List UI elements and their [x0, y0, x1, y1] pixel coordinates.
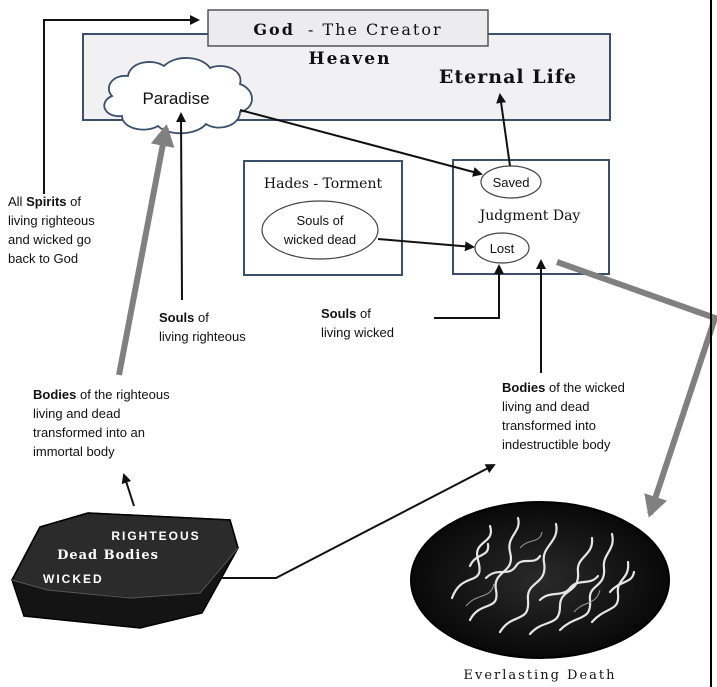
- souls-righteous-line2: living righteous: [159, 329, 246, 344]
- creator-label: - The Creator: [308, 20, 443, 39]
- bodies-righteous-line4: immortal body: [33, 444, 115, 459]
- souls-wicked-of: of: [360, 306, 371, 321]
- coffin-righteous-label: RIGHTEOUS: [111, 529, 200, 543]
- lost-to-everlasting-death-arrow: [555, 259, 717, 518]
- souls-wicked-dead-line2: wicked dead: [283, 232, 356, 247]
- souls-righteous-bold: Souls: [159, 310, 194, 325]
- bodies-righteous-note: Bodies of the righteous living and dead …: [33, 387, 170, 459]
- judgment-box: Saved Judgment Day Lost: [452, 159, 610, 275]
- spirits-note-line3: and wicked go: [8, 232, 91, 247]
- souls-righteous-of: of: [198, 310, 209, 325]
- hades-title: Hades - Torment: [264, 176, 383, 192]
- coffin-wicked-label: WICKED: [43, 572, 104, 586]
- souls-wicked-bold: Souls: [321, 306, 356, 321]
- bodies-righteous-to-paradise-arrow: [116, 124, 175, 376]
- fire-icon: [450, 516, 636, 636]
- spirits-note: All Spirits of living righteous and wick…: [8, 194, 95, 266]
- gray-arrows: [116, 124, 717, 518]
- souls-wicked-dead-line1: Souls of: [297, 213, 344, 228]
- svg-text:Souls of: Souls of: [321, 306, 371, 321]
- saved-to-eternal-life-arrow: [496, 93, 511, 167]
- spirits-note-spirits: Spirits: [26, 194, 66, 209]
- coffin-edge: [11, 547, 239, 599]
- souls-righteous-note: Souls of living righteous: [159, 310, 246, 344]
- lost-oval: [474, 232, 530, 264]
- judgment-day-label: Judgment Day: [478, 208, 581, 224]
- souls-righteous-arrow: [176, 112, 187, 301]
- spirits-to-god-arrow: [43, 15, 200, 194]
- spirits-note-all: All: [8, 194, 23, 209]
- spirits-note-line4: back to God: [8, 251, 78, 266]
- god-label: God: [253, 20, 295, 39]
- souls-wicked-line2: living wicked: [321, 325, 394, 340]
- bodies-wicked-line2: living and dead: [502, 399, 589, 414]
- bodies-righteous-line2: living and dead: [33, 406, 120, 421]
- coffin: RIGHTEOUS Dead Bodies WICKED: [10, 512, 239, 629]
- coffin-dead-bodies-label: Dead Bodies: [57, 548, 159, 563]
- svg-text:God - The Creator: God - The Creator: [253, 20, 442, 39]
- everlasting-death-label: Everlasting Death: [464, 668, 617, 683]
- bodies-wicked-bold: Bodies: [502, 380, 545, 395]
- bodies-wicked-rest: of the wicked: [549, 380, 625, 395]
- god-box: God - The Creator: [207, 9, 489, 47]
- saved-label: Saved: [493, 175, 530, 190]
- svg-text:All Spirits of: All Spirits of: [8, 194, 81, 209]
- paradise-to-saved-arrow: [239, 109, 483, 177]
- souls-wicked-dead-oval: [261, 200, 379, 260]
- bodies-wicked-note: Bodies of the wicked living and dead tra…: [502, 380, 625, 452]
- eternal-life-label: Eternal Life: [439, 66, 577, 88]
- spirits-note-line2: living righteous: [8, 213, 95, 228]
- bodies-wicked-line3: transformed into: [502, 418, 596, 433]
- hades-to-lost-arrow: [377, 238, 475, 252]
- bodies-righteous-rest: of the righteous: [80, 387, 170, 402]
- souls-wicked-note: Souls of living wicked: [321, 306, 394, 340]
- bodies-wicked-line4: indestructible body: [502, 437, 611, 452]
- paradise-cloud: Paradise: [103, 57, 253, 135]
- svg-text:Souls of: Souls of: [159, 310, 209, 325]
- paradise-label: Paradise: [142, 89, 209, 108]
- heaven-title: Heaven: [309, 49, 392, 69]
- svg-text:Bodies of the righteous: Bodies of the righteous: [33, 387, 170, 402]
- hades-box: Hades - Torment Souls of wicked dead: [243, 160, 403, 276]
- lost-label: Lost: [490, 241, 515, 256]
- souls-wicked-arrow: [434, 264, 504, 319]
- bodies-righteous-bold: Bodies: [33, 387, 76, 402]
- spirits-note-of: of: [70, 194, 81, 209]
- everlasting-death-image: [410, 501, 670, 659]
- coffin-to-bodies-righteous-arrow: [121, 473, 135, 507]
- saved-oval: [480, 165, 542, 199]
- svg-text:Bodies of the wicked: Bodies of the wicked: [502, 380, 625, 395]
- bodies-righteous-line3: transformed into an: [33, 425, 145, 440]
